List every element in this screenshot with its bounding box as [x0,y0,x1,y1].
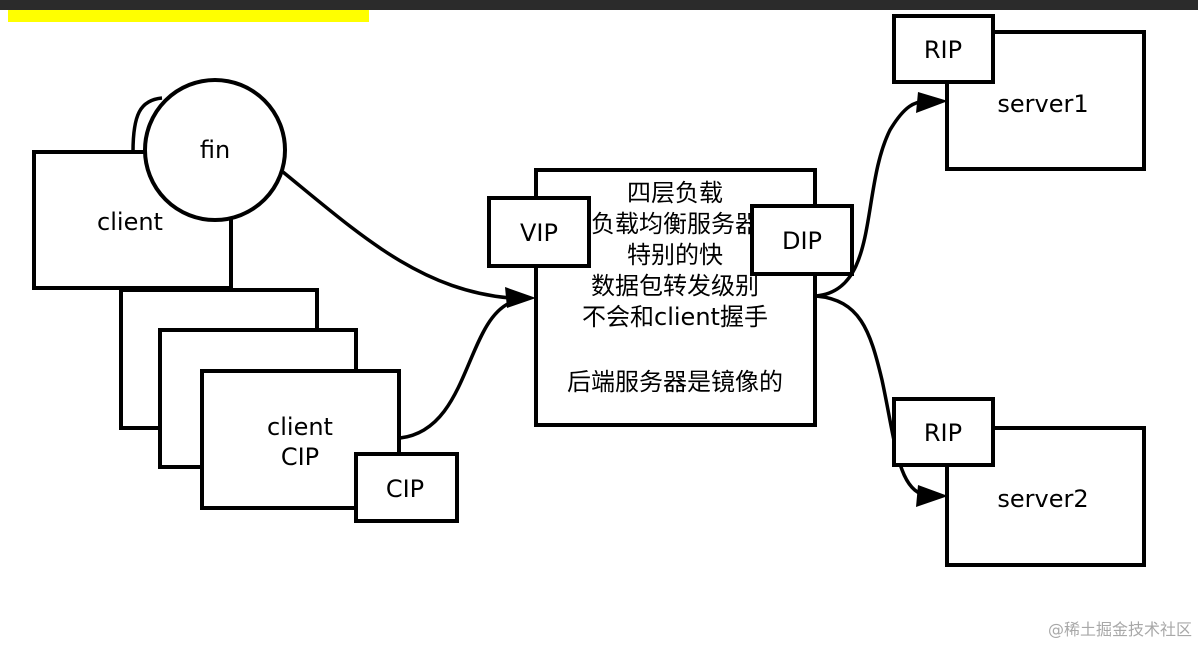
cip-label: CIP [386,475,424,503]
arrowhead-icon [916,485,948,507]
fin-label: fin [200,136,230,164]
lb-line-4: 数据包转发级别 [591,272,759,300]
dip-box [750,204,854,276]
edge-lb-to-server2 [815,294,926,497]
client-label: client [97,208,163,236]
arrowhead-icon [916,92,948,113]
vip-label: VIP [520,219,558,247]
lb-line-7: 后端服务器是镜像的 [567,368,783,396]
rip2-label: RIP [924,419,962,447]
server1-node[interactable]: server1 [945,30,1146,171]
rip2-box [892,397,995,467]
arrowhead-icon [505,287,536,308]
lb-line-2: 负载均衡服务器 [591,210,759,238]
client-cip-label-line1: client [267,413,333,441]
dip-label: DIP [782,227,822,255]
rip2-node[interactable]: RIP [892,397,995,467]
vip-box [487,196,591,268]
watermark: @稀土掘金技术社区 [1047,620,1192,639]
fin-circle [143,78,287,222]
server2-label: server2 [997,485,1088,513]
fin-node[interactable]: fin [143,78,287,222]
vip-node[interactable]: VIP [487,196,591,268]
cip-box [354,452,459,523]
client-cip-node[interactable]: client CIP [200,369,401,510]
rip1-box [892,14,995,84]
client-node[interactable]: client [32,150,233,290]
lb-line-3: 特别的快 [627,241,723,269]
client-cip-box [200,369,401,510]
client-cip-label-line2: CIP [281,443,319,471]
lb-line-1: 四层负载 [627,179,723,207]
lb-line-5: 不会和client握手 [582,303,768,331]
top-bar [0,0,1198,10]
highlight-bar [8,10,369,22]
rip1-label: RIP [924,36,962,64]
cip-node[interactable]: CIP [354,452,459,523]
dip-node[interactable]: DIP [750,204,854,276]
edge-fin-to-lb [281,170,511,300]
rip1-node[interactable]: RIP [892,14,995,84]
fin-loop [131,96,163,153]
edge-client-to-lb [399,300,513,440]
edge-lb-to-server1 [815,99,926,298]
server1-label: server1 [997,90,1088,118]
